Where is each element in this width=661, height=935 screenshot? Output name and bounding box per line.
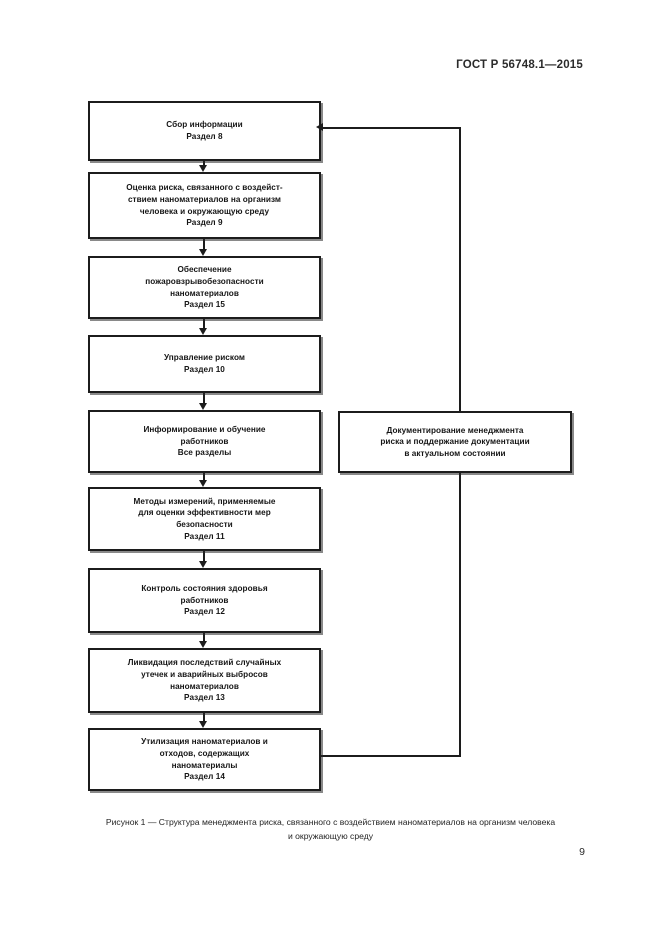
node-information-collection[interactable]: Сбор информации Раздел 8 [88, 101, 321, 161]
connector-2-3 [203, 239, 205, 249]
feedback-loop-spine-upper [459, 127, 461, 412]
connector-8-9 [203, 713, 205, 721]
node-label: Утилизация наноматериалов и отходов, сод… [141, 737, 268, 782]
figure-caption-line-2: и окружающую среду [287, 831, 374, 842]
node-label: Документирование менеджмента риска и под… [380, 425, 530, 458]
feedback-loop-bottom-segment [321, 755, 461, 757]
feedback-loop-top-segment [322, 127, 461, 129]
risk-management-flowchart: Сбор информации Раздел 8 Оценка риска, с… [88, 101, 572, 791]
node-label: Сбор информации Раздел 8 [166, 120, 243, 141]
arrow-down-icon-8 [199, 721, 207, 728]
feedback-loop-spine-lower [459, 472, 461, 756]
node-risk-management[interactable]: Управление риском Раздел 10 [88, 335, 321, 393]
arrow-down-icon-4 [199, 403, 207, 410]
page-number: 9 [579, 846, 585, 858]
connector-1-2 [203, 161, 205, 167]
node-worker-training[interactable]: Информирование и обучение работников Все… [88, 410, 321, 473]
arrow-down-icon-7 [199, 641, 207, 648]
connector-6-7 [203, 551, 205, 561]
node-waste-disposal[interactable]: Утилизация наноматериалов и отходов, сод… [88, 728, 321, 791]
connector-4-5 [203, 393, 205, 403]
arrow-down-icon-1 [199, 165, 207, 172]
standard-header: ГОСТ Р 56748.1—2015 [456, 59, 583, 71]
node-measurement-methods[interactable]: Методы измерений, применяемые для оценки… [88, 487, 321, 551]
node-health-monitoring[interactable]: Контроль состояния здоровья работников Р… [88, 568, 321, 633]
node-risk-assessment[interactable]: Оценка риска, связанного с воздейст- ств… [88, 172, 321, 239]
arrow-down-icon-5 [199, 480, 207, 487]
node-label: Ликвидация последствий случайных утечек … [127, 658, 282, 703]
arrow-down-icon-6 [199, 561, 207, 568]
connector-3-4 [203, 319, 205, 328]
connector-5-6 [203, 473, 205, 480]
node-spill-response[interactable]: Ликвидация последствий случайных утечек … [88, 648, 321, 713]
node-fire-explosion-safety[interactable]: Обеспечение пожаровзрывобезопасности нан… [88, 256, 321, 319]
node-label: Информирование и обучение работников Все… [143, 425, 266, 458]
node-label: Контроль состояния здоровья работников Р… [141, 584, 268, 617]
figure-caption-line-1: Рисунок 1 — Структура менеджмента риска,… [105, 817, 556, 827]
node-label: Обеспечение пожаровзрывобезопасности нан… [145, 265, 264, 310]
feedback-arrow-head-icon [316, 123, 323, 131]
connector-7-8 [203, 633, 205, 641]
node-label: Оценка риска, связанного с воздейст- ств… [126, 183, 283, 228]
node-risk-documentation[interactable]: Документирование менеджмента риска и под… [338, 411, 572, 473]
arrow-down-icon-2 [199, 249, 207, 256]
arrow-down-icon-3 [199, 328, 207, 335]
node-label: Методы измерений, применяемые для оценки… [133, 496, 276, 541]
figure-caption: Рисунок 1 — Структура менеджмента риска,… [48, 815, 613, 843]
node-label: Управление риском Раздел 10 [163, 353, 246, 374]
